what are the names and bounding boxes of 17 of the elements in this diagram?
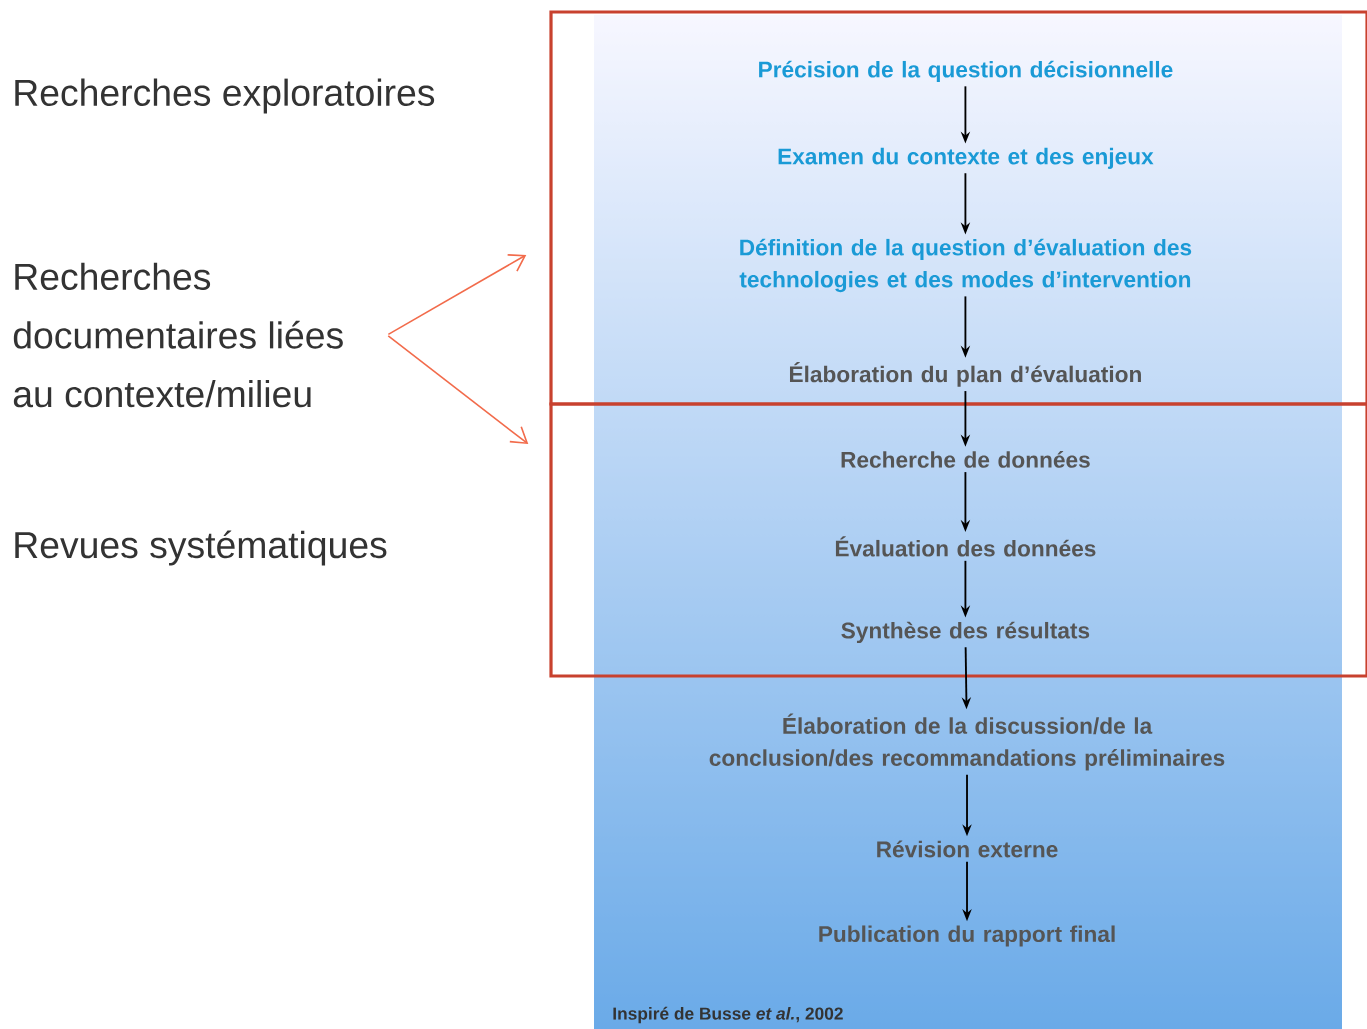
step-text: Évaluation des données	[835, 536, 1096, 557]
step-text: Élaboration du plan d’évaluation	[790, 362, 1141, 387]
arrow	[387, 254, 527, 336]
step-text: Révision externe	[877, 840, 1058, 858]
highlight-frame	[549, 402, 1367, 678]
step-text: Définition de la question d’évaluation des technologies et des modes d’intervention	[739, 238, 1192, 293]
step-text: Élaboration de la discussion/de la conclusion/des recommandations préliminaires	[709, 713, 1225, 771]
step-text: Examen du contexte et des enjeux	[778, 147, 1154, 169]
step-text: Synthèse des résultats	[841, 621, 1090, 644]
step-text: Recherche de données	[841, 451, 1090, 468]
source-note: Inspiré de Busse et al., 2002	[613, 1006, 843, 1024]
side-text: Recherches exploratoires	[15, 78, 435, 114]
side-text: Recherches documentaires liées au contexte/milieu	[13, 262, 343, 408]
side-text: Revues systématiques	[15, 530, 387, 566]
step-text: Publication du rapport final	[819, 925, 1115, 947]
step-text: Précision de la question décisionnelle	[759, 60, 1173, 83]
arrow	[387, 335, 529, 445]
